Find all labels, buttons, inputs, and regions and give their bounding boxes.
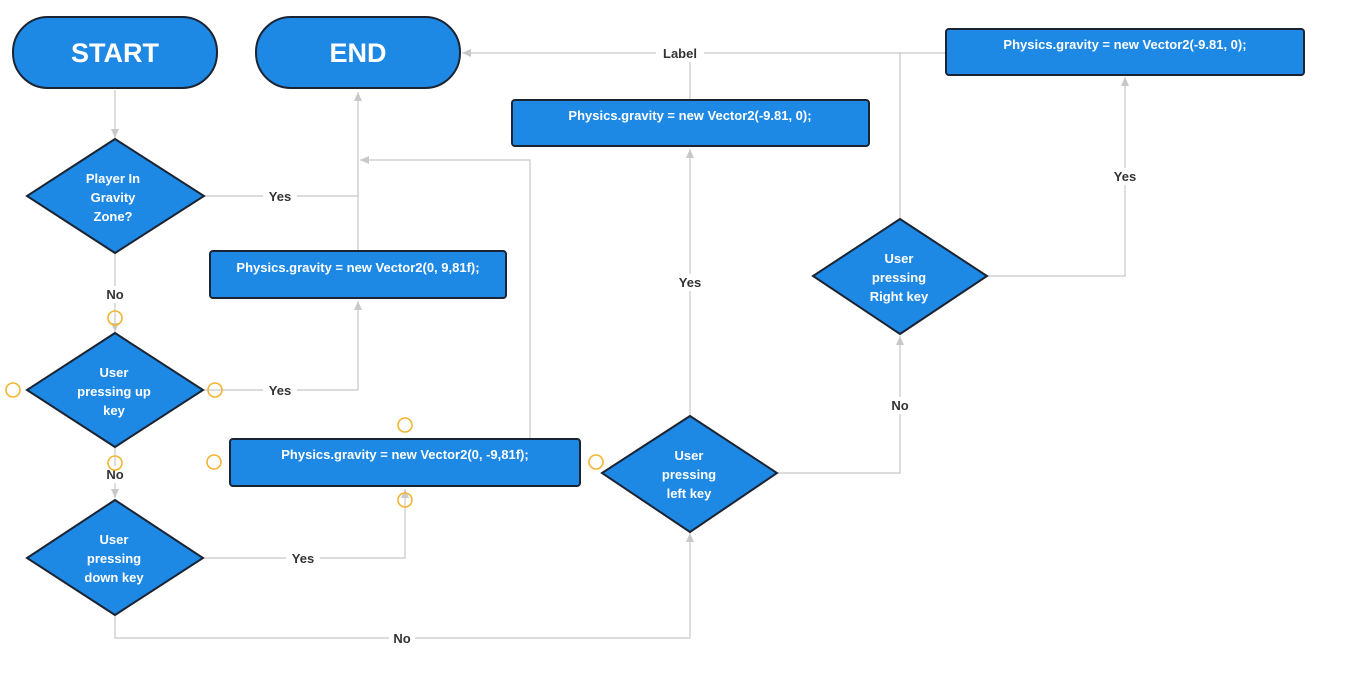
label-up-yes: Yes bbox=[269, 383, 291, 398]
edge-right-yes-to-gravity-right[interactable] bbox=[987, 77, 1129, 277]
handle-up-right[interactable] bbox=[207, 382, 223, 398]
down-key-line-2: pressing bbox=[87, 551, 141, 566]
edge-gravity-down-to-end[interactable] bbox=[360, 156, 531, 438]
start-label: START bbox=[71, 38, 159, 68]
label-right-yes: Yes bbox=[1114, 169, 1136, 184]
gravity-right-label: Physics.gravity = new Vector2(-9.81, 0); bbox=[1003, 37, 1246, 52]
left-key-line-3: left key bbox=[667, 486, 713, 501]
label-down-no: No bbox=[393, 631, 410, 646]
process-gravity-down[interactable]: Physics.gravity = new Vector2(0, -9,81f)… bbox=[229, 438, 581, 487]
left-key-line-1: User bbox=[675, 448, 704, 463]
right-key-line-3: Right key bbox=[870, 289, 929, 304]
gravity-down-label: Physics.gravity = new Vector2(0, -9,81f)… bbox=[281, 447, 528, 462]
decision-left-key[interactable]: User pressing left key bbox=[600, 414, 779, 534]
up-key-line-2: pressing up bbox=[77, 384, 151, 399]
gravity-left-label: Physics.gravity = new Vector2(-9.81, 0); bbox=[568, 108, 811, 123]
down-key-line-1: User bbox=[100, 532, 129, 547]
label-zone-yes: Yes bbox=[269, 189, 291, 204]
gravity-zone-line-3: Zone? bbox=[94, 209, 133, 224]
handle-up-left[interactable] bbox=[5, 382, 21, 398]
edge-labels: Yes No Yes No Yes No Yes No Yes Label bbox=[102, 45, 1142, 647]
process-gravity-up[interactable]: Physics.gravity = new Vector2(0, 9,81f); bbox=[209, 250, 507, 299]
decision-up-key[interactable]: User pressing up key bbox=[25, 331, 205, 449]
process-gravity-right[interactable]: Physics.gravity = new Vector2(-9.81, 0); bbox=[945, 28, 1305, 76]
handle-gravity-down-left[interactable] bbox=[206, 454, 222, 470]
handle-gravity-down-top[interactable] bbox=[397, 417, 413, 433]
edge-zone-yes-to-end[interactable] bbox=[205, 92, 362, 197]
up-key-line-3: key bbox=[103, 403, 125, 418]
label-left-yes: Yes bbox=[679, 275, 701, 290]
handle-up-bottom[interactable] bbox=[107, 455, 123, 471]
gravity-zone-line-1: Player In bbox=[86, 171, 140, 186]
decision-down-key[interactable]: User pressing down key bbox=[25, 498, 205, 617]
decision-gravity-zone[interactable]: Player In Gravity Zone? bbox=[25, 137, 206, 255]
right-key-line-2: pressing bbox=[872, 270, 926, 285]
gravity-zone-line-2: Gravity bbox=[91, 190, 137, 205]
handle-gravity-down-right[interactable] bbox=[588, 454, 604, 470]
label-left-no: No bbox=[891, 398, 908, 413]
handle-gravity-down-bottom[interactable] bbox=[397, 492, 413, 508]
right-key-line-1: User bbox=[885, 251, 914, 266]
process-gravity-left[interactable]: Physics.gravity = new Vector2(-9.81, 0); bbox=[511, 99, 870, 147]
down-key-line-3: down key bbox=[84, 570, 144, 585]
label-zone-no: No bbox=[106, 287, 123, 302]
decision-right-key[interactable]: User pressing Right key bbox=[811, 217, 989, 336]
label-end-edge: Label bbox=[663, 46, 697, 61]
edge-down-yes-to-gravity-down[interactable] bbox=[203, 489, 409, 559]
edge-down-no-to-left[interactable] bbox=[114, 533, 694, 639]
up-key-line-1: User bbox=[100, 365, 129, 380]
label-down-yes: Yes bbox=[292, 551, 314, 566]
edge-up-yes-to-gravity-up[interactable] bbox=[203, 301, 362, 391]
gravity-up-label: Physics.gravity = new Vector2(0, 9,81f); bbox=[236, 260, 479, 275]
connection-handles bbox=[5, 310, 604, 508]
edge-left-no-to-right[interactable] bbox=[777, 336, 904, 474]
label-up-no: No bbox=[106, 467, 123, 482]
handle-up-top[interactable] bbox=[107, 310, 123, 326]
start-node[interactable]: START bbox=[12, 16, 218, 89]
end-label: END bbox=[329, 38, 386, 68]
left-key-line-2: pressing bbox=[662, 467, 716, 482]
end-node[interactable]: END bbox=[255, 16, 461, 89]
